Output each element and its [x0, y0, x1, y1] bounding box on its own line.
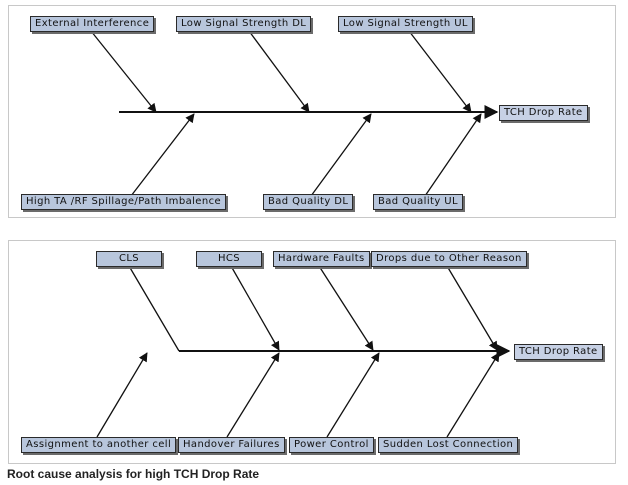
- bone-high-ta: [130, 113, 195, 197]
- cause-box: Drops due to Other Reason: [371, 251, 527, 267]
- cause-box: Power Control: [289, 437, 374, 453]
- cause-box: High TA /RF Spillage/Path Imbalence: [21, 194, 227, 210]
- fishbone-diagram-2: CLS HCS Hardware Faults Drops due to Oth…: [8, 240, 616, 464]
- cause-box: Low Signal Strength UL: [338, 16, 473, 32]
- cause-box: Hardware Faults: [273, 251, 370, 267]
- cause-box: HCS: [196, 251, 262, 267]
- cause-box: Bad Quality DL: [263, 194, 354, 210]
- bone-power-control: [326, 352, 380, 438]
- bone-handover: [226, 352, 280, 438]
- bone-bad-quality-dl: [310, 113, 372, 197]
- cause-box: CLS: [96, 251, 162, 267]
- cause-box: Low Signal Strength DL: [176, 16, 312, 32]
- effect-box: TCH Drop Rate: [514, 344, 603, 360]
- cause-box: Sudden Lost Connection: [378, 437, 519, 453]
- bone-low-signal-dl: [248, 30, 310, 113]
- cause-box: Bad Quality UL: [373, 194, 463, 210]
- cause-box: Handover Failures: [178, 437, 285, 453]
- bone-bad-quality-ul: [424, 113, 482, 197]
- bone-assignment: [96, 352, 148, 438]
- figure-caption: Root cause analysis for high TCH Drop Ra…: [7, 467, 260, 481]
- bone-external-interference: [90, 30, 157, 113]
- bone-drops-other: [446, 265, 498, 351]
- fishbone-diagram-1: External Interference Low Signal Strengt…: [8, 5, 616, 218]
- cause-box: Assignment to another cell: [21, 437, 177, 453]
- bone-sudden-lost: [446, 352, 500, 438]
- bone-hcs: [230, 265, 280, 351]
- effect-box: TCH Drop Rate: [499, 105, 588, 121]
- diagram-2-lines: [96, 265, 511, 438]
- bone-low-signal-ul: [408, 30, 472, 113]
- bone-hardware-faults: [318, 265, 374, 351]
- bone-cls: [128, 265, 180, 352]
- diagram-1-lines: [90, 30, 499, 197]
- cause-box: External Interference: [30, 16, 155, 32]
